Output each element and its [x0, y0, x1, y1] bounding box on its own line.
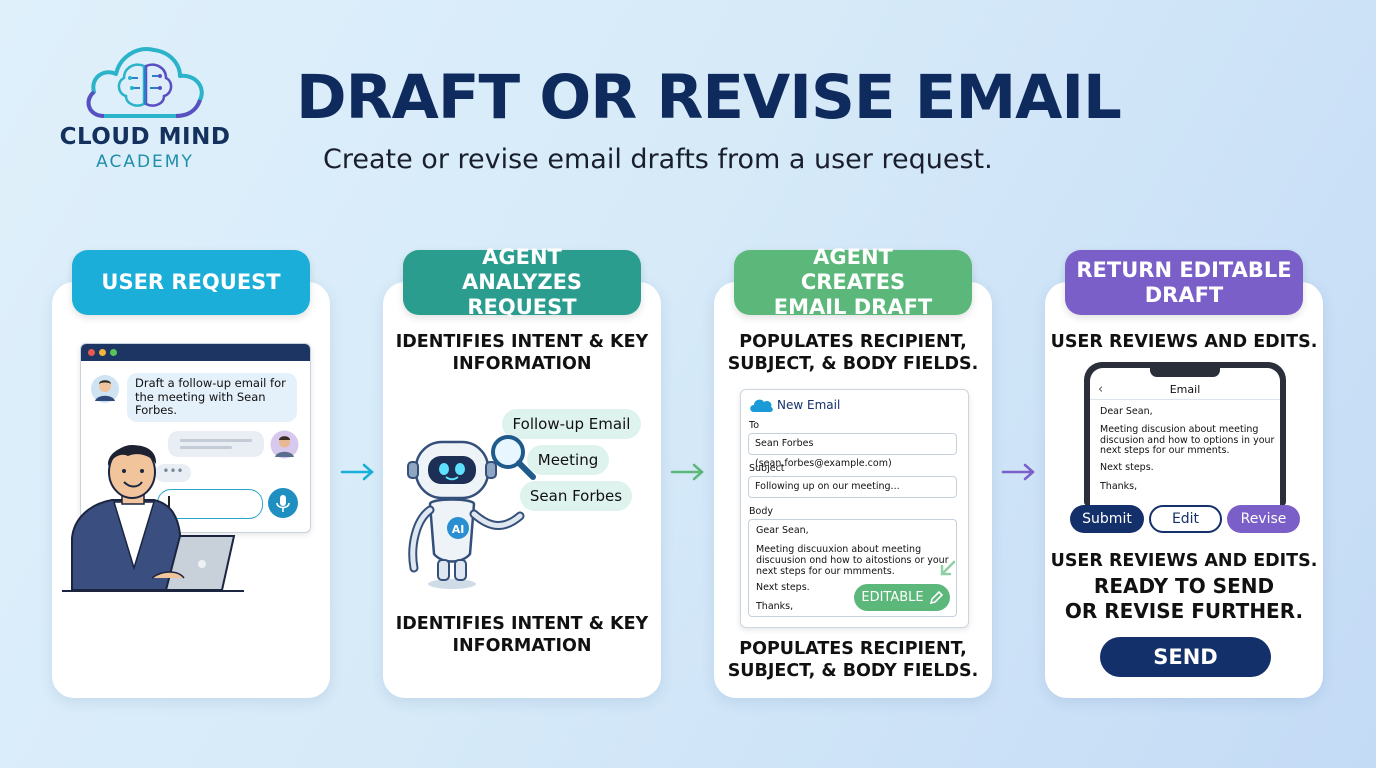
phone-greeting: Dear Sean,	[1100, 406, 1153, 417]
stage-caption-top: IDENTIFIES INTENT & KEY INFORMATION	[395, 332, 649, 374]
brand-subname: ACADEMY	[96, 152, 194, 172]
divider	[1090, 399, 1280, 400]
subject-label: Subject	[749, 463, 785, 474]
stage-caption-top: POPULATES RECIPIENT, SUBJECT, & BODY FIE…	[727, 332, 979, 374]
chat-message-user: Draft a follow-up email for the meeting …	[127, 373, 297, 422]
editable-label: EDITABLE	[861, 590, 924, 605]
send-button[interactable]: SEND	[1100, 637, 1271, 677]
to-label: To	[749, 420, 760, 431]
arrow-right-icon	[1001, 463, 1035, 481]
intent-chip: Follow-up Email	[502, 409, 641, 439]
arrow-right-icon	[340, 463, 374, 481]
stage-caption-bottom: POPULATES RECIPIENT, SUBJECT, & BODY FIE…	[727, 639, 979, 681]
stage-caption-bottom-3: OR REVISE FURTHER.	[1064, 599, 1304, 623]
brand-name: CLOUD MIND	[59, 124, 231, 150]
microphone-icon	[276, 495, 290, 512]
page-title: DRAFT OR REVISE EMAIL	[296, 62, 1122, 133]
phone-closing: Thanks,	[1100, 481, 1138, 492]
back-chevron-icon[interactable]: ‹	[1098, 382, 1104, 397]
reply-bubble	[168, 431, 264, 457]
to-field[interactable]: Sean Forbes (sean.forbes@example.com)	[748, 433, 957, 469]
stage-badge-user-request: USER REQUEST	[72, 250, 310, 315]
close-dot-icon	[88, 349, 95, 356]
phone-next-steps: Next steps.	[1100, 462, 1154, 473]
phone-notch	[1150, 368, 1220, 377]
body-closing: Thanks,	[756, 601, 794, 612]
cloud-brain-icon	[86, 47, 204, 118]
assistant-avatar-icon	[270, 430, 299, 459]
body-next-steps: Next steps.	[756, 582, 810, 593]
pencil-icon	[929, 590, 943, 604]
phone-screen	[1090, 368, 1280, 508]
submit-button[interactable]: Submit	[1070, 505, 1144, 533]
magnifier-icon	[491, 435, 536, 480]
phone-email-title: Email	[1169, 383, 1201, 396]
stage-caption-bottom-1: USER REVIEWS AND EDITS.	[1050, 551, 1318, 571]
cursor-arrow-icon	[940, 560, 956, 576]
user-at-laptop-illustration	[62, 445, 244, 592]
microphone-button[interactable]	[268, 488, 298, 518]
typing-indicator: •••	[155, 464, 191, 482]
window-titlebar	[81, 344, 310, 361]
stage-badge-return-draft: RETURN EDITABLE DRAFT	[1065, 250, 1303, 315]
user-avatar-icon	[91, 375, 119, 403]
stage-caption-bottom-2: READY TO SEND	[1093, 574, 1275, 598]
robot-agent-illustration: AI	[407, 440, 525, 589]
cloud-icon	[750, 399, 773, 412]
minimize-dot-icon	[99, 349, 106, 356]
phone-paragraph: Meeting discusion about meeting discusio…	[1100, 424, 1275, 456]
email-form-header: New Email	[777, 398, 841, 412]
page-subtitle: Create or revise email drafts from a use…	[323, 144, 993, 175]
robot-chest-label: AI	[452, 523, 465, 536]
entity-chip: Meeting	[527, 445, 609, 475]
edit-button[interactable]: Edit	[1149, 505, 1222, 533]
stage-badge-agent-analyzes: AGENT ANALYZES REQUEST	[403, 245, 641, 319]
stage-caption-top: USER REVIEWS AND EDITS.	[1050, 332, 1318, 352]
arrow-right-icon	[670, 463, 704, 481]
maximize-dot-icon	[110, 349, 117, 356]
body-greeting: Gear Sean,	[756, 525, 809, 536]
editable-badge[interactable]: EDITABLE	[854, 584, 950, 611]
entity-chip: Sean Forbes	[520, 481, 632, 511]
brand-logo: CLOUD MIND ACADEMY	[52, 42, 238, 172]
body-paragraph: Meeting discuuxion about meeting discuus…	[756, 544, 949, 577]
stage-badge-agent-creates: AGENT CREATES EMAIL DRAFT	[734, 245, 972, 319]
subject-field[interactable]: Following up on our meeting...	[748, 476, 957, 498]
revise-button[interactable]: Revise	[1227, 505, 1300, 533]
body-label: Body	[749, 506, 773, 517]
stage-caption-bottom: IDENTIFIES INTENT & KEY INFORMATION	[395, 614, 649, 656]
